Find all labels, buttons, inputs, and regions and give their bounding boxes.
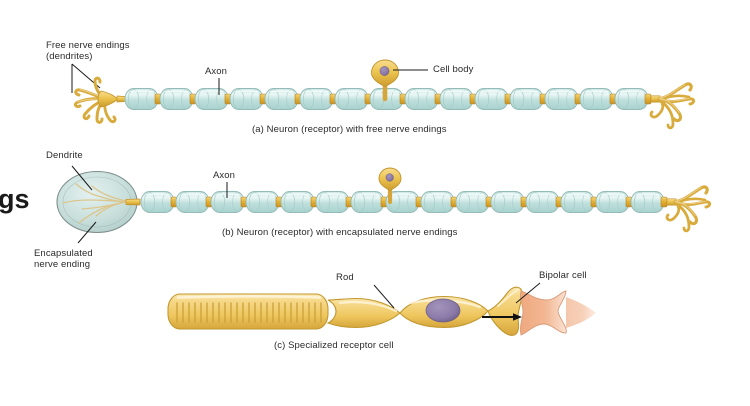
cell-body-a: [371, 59, 399, 102]
cell-body-b: [378, 167, 402, 205]
rod-inner-segment: [326, 297, 401, 329]
label-rod: Rod: [336, 272, 354, 283]
label-bipolar-cell: Bipolar cell: [539, 270, 587, 281]
caption-panel-c: (c) Specialized receptor cell: [274, 340, 394, 351]
axon-terminal-a: [649, 82, 696, 130]
encapsulated-nerve-ending-shape: [56, 170, 141, 234]
leader-rod: [373, 284, 395, 309]
leader-encapsulated-b: [77, 221, 97, 244]
axon-a: [124, 87, 652, 111]
leader-bipolar-cell: [515, 282, 541, 304]
axon-terminal-b: [665, 185, 712, 233]
free-nerve-endings-shape: [73, 76, 128, 124]
label-axon-b: Axon: [213, 170, 236, 181]
axon-b: [140, 190, 668, 214]
label-encapsulated-line1: Encapsulated: [34, 248, 93, 259]
rod-synaptic-terminal: [487, 286, 523, 336]
panel-a: [71, 59, 696, 130]
label-encapsulated-line2: nerve ending: [34, 259, 91, 270]
caption-panel-b: (b) Neuron (receptor) with encapsulated …: [222, 227, 458, 238]
label-axon-a: Axon: [205, 66, 228, 77]
rod-outer-segment: [167, 293, 329, 330]
label-free-nerve-endings-line2: (dendrites): [46, 51, 93, 62]
label-free-nerve-endings-line1: Free nerve endings: [46, 40, 130, 51]
caption-panel-a: (a) Neuron (receptor) with free nerve en…: [252, 124, 447, 135]
synapse-arrow: [482, 313, 522, 321]
panel-c: [167, 282, 596, 336]
bipolar-cell-shape: [520, 290, 596, 336]
leader-dendrite-b: [71, 165, 93, 191]
label-dendrite: Dendrite: [46, 150, 83, 161]
panel-b: [56, 165, 712, 244]
clipped-edge-text: gs: [0, 184, 30, 214]
rod-cell-body: [399, 295, 489, 329]
label-cell-body: Cell body: [433, 64, 474, 75]
